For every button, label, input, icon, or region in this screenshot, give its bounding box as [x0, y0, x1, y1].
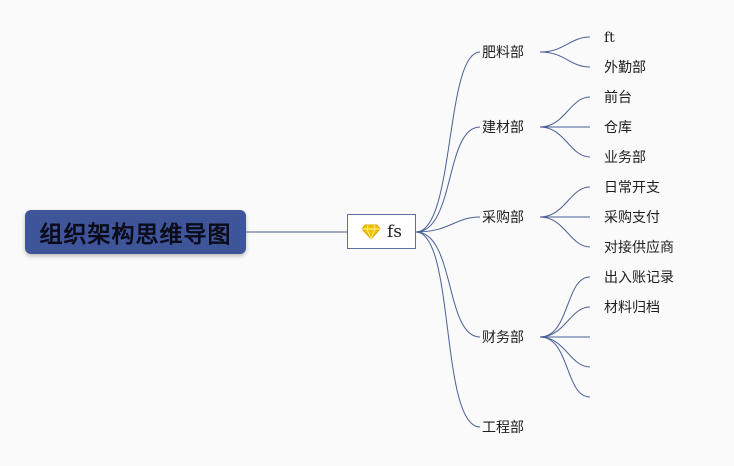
- leaf-node[interactable]: 外勤部: [604, 60, 646, 76]
- leaf-node[interactable]: 业务部: [604, 150, 646, 166]
- dept-node-fertilizer[interactable]: 肥料部: [482, 45, 524, 61]
- central-topic-label: fs: [386, 221, 403, 242]
- leaf-node[interactable]: 日常开支: [604, 180, 660, 196]
- center-to-dept-connector: [415, 126, 481, 233]
- root-topic-label: 组织架构思维导图: [39, 222, 232, 248]
- dept-to-leaf-connector: [539, 36, 591, 53]
- dept-node-purchasing[interactable]: 采购部: [482, 210, 524, 226]
- leaf-node[interactable]: 采购支付: [604, 210, 660, 226]
- leaf-node[interactable]: 出入账记录: [604, 270, 674, 286]
- leaf-node[interactable]: 对接供应商: [604, 240, 674, 256]
- dept-node-building-materials[interactable]: 建材部: [482, 120, 524, 136]
- root-topic[interactable]: 组织架构思维导图: [25, 210, 246, 254]
- diamond-icon: [361, 224, 381, 240]
- dept-to-leaf-connector: [539, 96, 591, 128]
- center-to-dept-connector: [415, 231, 481, 428]
- dept-to-leaf-connector: [539, 306, 591, 338]
- dept-to-leaf-connector: [539, 336, 591, 398]
- dept-to-leaf-connector: [539, 276, 591, 338]
- center-to-dept-connector: [415, 231, 481, 338]
- dept-node-engineering[interactable]: 工程部: [482, 420, 524, 436]
- dept-node-finance[interactable]: 财务部: [482, 330, 524, 346]
- leaf-node[interactable]: 仓库: [604, 120, 632, 136]
- dept-to-leaf-connector: [539, 216, 591, 248]
- center-to-dept-connector: [415, 51, 481, 233]
- leaf-node[interactable]: ft: [604, 30, 615, 46]
- dept-to-leaf-connector: [539, 186, 591, 218]
- center-to-dept-connector: [415, 216, 481, 233]
- dept-to-leaf-connector: [539, 51, 591, 68]
- central-topic[interactable]: fs: [347, 214, 416, 249]
- dept-to-leaf-connector: [539, 126, 591, 158]
- leaf-node[interactable]: 材料归档: [604, 300, 660, 316]
- leaf-node[interactable]: 前台: [604, 90, 632, 106]
